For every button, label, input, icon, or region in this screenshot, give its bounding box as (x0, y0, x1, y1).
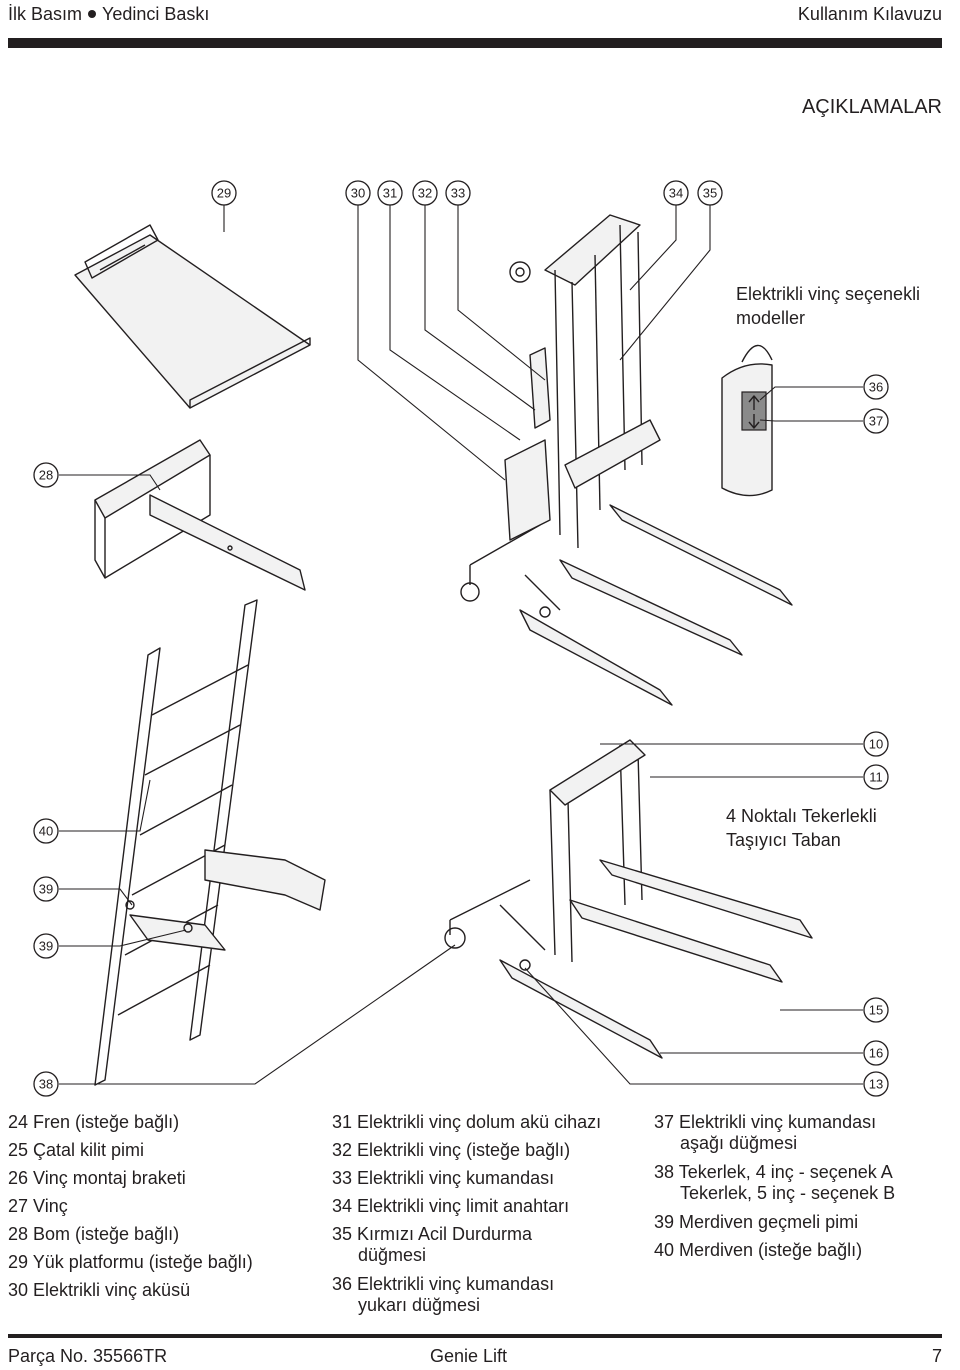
legend-item-text: 39 Merdiven geçmeli pimi (654, 1212, 859, 1232)
callout-39-upper: 39 (33, 876, 59, 902)
callout-39-lower: 39 (33, 933, 59, 959)
svg-text:28: 28 (39, 468, 53, 483)
legend-item: 24 Fren (isteğe bağlı) (8, 1112, 180, 1132)
legend-item: 25 Çatal kilit pimi (8, 1140, 145, 1160)
product-name: Genie Lift (430, 1346, 508, 1366)
svg-text:31: 31 (383, 186, 397, 201)
legend-item: 29 Yük platformu (isteğe bağlı) (8, 1252, 253, 1272)
header-rule (8, 38, 942, 48)
legend-item: 40 Merdiven (isteğe bağlı) (654, 1236, 895, 1264)
caster-base-caption-line2: Taşıyıcı Taban (726, 830, 841, 850)
legend-item: 32 Elektrikli vinç (isteğe bağlı) (332, 1136, 601, 1164)
legend-item: 30 Elektrikli vinç aküsü (8, 1280, 191, 1300)
callout-15: 15 (863, 997, 889, 1023)
header-left: İlk Basım Yedinci Baskı (8, 4, 209, 25)
svg-text:36: 36 (869, 380, 883, 395)
legend-item-text: 33 Elektrikli vinç kumandası (332, 1168, 555, 1188)
bullet-icon (88, 10, 97, 19)
edition-label: İlk Basım (8, 4, 83, 24)
winch-models-caption-line2: modeller (736, 308, 806, 328)
legend-item: 27 Vinç (8, 1196, 68, 1216)
legend-item: 28 Bom (isteğe bağlı) (8, 1224, 180, 1244)
caster-base-caption-line1: 4 Noktalı Tekerlekli (726, 806, 877, 826)
svg-text:39: 39 (39, 939, 53, 954)
svg-text:30: 30 (351, 186, 365, 201)
legend-item: 33 Elektrikli vinç kumandası (332, 1164, 601, 1192)
ladder-drawing (94, 599, 326, 1086)
caster-base-caption: 4 Noktalı Tekerlekli Taşıyıcı Taban (726, 804, 877, 852)
legend-item-text: 34 Elektrikli vinç limit anahtarı (332, 1196, 570, 1216)
legend-item-text: 35 Kırmızı Acil Durdurma (332, 1224, 533, 1244)
svg-text:29: 29 (217, 186, 231, 201)
svg-text:32: 32 (418, 186, 432, 201)
callout-36: 36 (863, 374, 889, 400)
load-platform-drawing (74, 224, 311, 409)
callout-11: 11 (863, 764, 889, 790)
legend-item: 39 Merdiven geçmeli pimi (654, 1208, 895, 1236)
legend-item-text: 32 Elektrikli vinç (isteğe bağlı) (332, 1140, 571, 1160)
callout-leaders (59, 205, 863, 1085)
footer-rule (8, 1334, 942, 1338)
callout-32: 32 (412, 180, 438, 206)
callout-31: 31 (377, 180, 403, 206)
callout-29: 29 (211, 180, 237, 206)
printing-label: Yedinci Baskı (102, 4, 210, 24)
legend-item-text: 37 Elektrikli vinç kumandası (654, 1112, 877, 1132)
lift-lower-drawing (444, 739, 813, 1059)
legend-item-continuation: Tekerlek, 5 inç - seçenek B (680, 1183, 896, 1203)
legend-item: 34 Elektrikli vinç limit anahtarı (332, 1192, 601, 1220)
legend-item-continuation: aşağı düğmesi (680, 1133, 798, 1153)
callout-16: 16 (863, 1040, 889, 1066)
svg-text:38: 38 (39, 1077, 53, 1092)
callout-33: 33 (445, 180, 471, 206)
svg-text:37: 37 (869, 414, 883, 429)
winch-models-caption: Elektrikli vinç seçenekli modeller (736, 282, 920, 330)
svg-text:13: 13 (869, 1077, 883, 1092)
svg-text:35: 35 (703, 186, 717, 201)
legend-item-text: 31 Elektrikli vinç dolum akü cihazı (332, 1112, 602, 1132)
callout-40: 40 (33, 818, 59, 844)
winch-pendant-drawing (721, 344, 773, 497)
callout-30: 30 (345, 180, 371, 206)
legend-item: 31 Elektrikli vinç dolum akü cihazı (332, 1108, 601, 1136)
section-title: AÇIKLAMALAR (801, 96, 942, 118)
svg-text:16: 16 (869, 1046, 883, 1061)
legend-column-2: 31 Elektrikli vinç dolum akü cihazı 32 E… (332, 1108, 601, 1320)
legend-item-continuation: yukarı düğmesi (358, 1295, 481, 1315)
svg-text:33: 33 (451, 186, 465, 201)
legend-column-1: 24 Fren (isteğe bağlı) 25 Çatal kilit pi… (8, 1108, 253, 1304)
callout-13: 13 (863, 1071, 889, 1097)
legend-item-text: 40 Merdiven (isteğe bağlı) (654, 1240, 863, 1260)
svg-text:15: 15 (869, 1003, 883, 1018)
winch-models-caption-line1: Elektrikli vinç seçenekli (736, 284, 921, 304)
svg-text:39: 39 (39, 882, 53, 897)
callout-10: 10 (863, 731, 889, 757)
lift-upper-drawing (460, 214, 793, 706)
callout-28: 28 (33, 462, 59, 488)
part-number: Parça No. 35566TR (8, 1346, 168, 1366)
manual-title: Kullanım Kılavuzu (797, 4, 942, 24)
legend-item-text: 36 Elektrikli vinç kumandası (332, 1274, 555, 1294)
legend-item-text: 38 Tekerlek, 4 inç - seçenek A (654, 1162, 893, 1182)
callout-34: 34 (663, 180, 689, 206)
callout-35: 35 (697, 180, 723, 206)
svg-text:10: 10 (869, 737, 883, 752)
svg-text:11: 11 (869, 770, 883, 785)
callout-37: 37 (863, 408, 889, 434)
legend-item: 26 Vinç montaj braketi (8, 1168, 186, 1188)
svg-text:34: 34 (669, 186, 683, 201)
boom-drawing (94, 439, 306, 591)
svg-text:40: 40 (39, 824, 53, 839)
legend-item-continuation: düğmesi (358, 1245, 427, 1265)
page-number: 7 (931, 1346, 942, 1366)
callout-38: 38 (33, 1071, 59, 1097)
